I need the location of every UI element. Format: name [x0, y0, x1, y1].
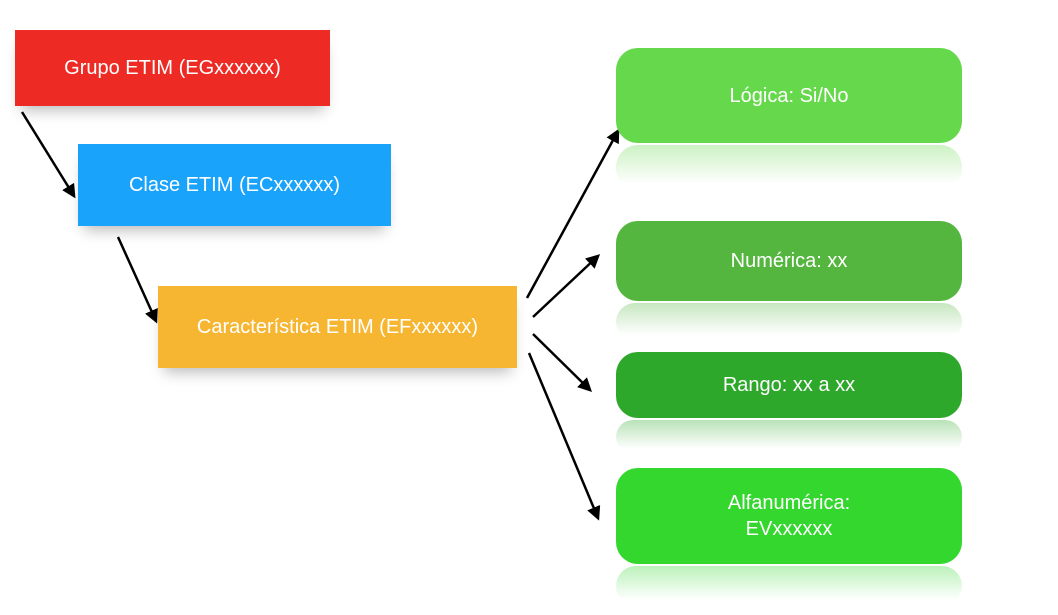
class-label: Clase ETIM (ECxxxxxx) — [128, 174, 341, 196]
value-type-label: Alfanumérica: EVxxxxxx — [727, 492, 851, 540]
value-type-numerica-box: Numérica: xx — [616, 221, 962, 301]
arrow-feature-to-alfanumerica — [527, 352, 601, 521]
value-type-label: Lógica: Si/No — [729, 84, 849, 107]
arrow-feature-to-rango — [532, 333, 592, 392]
value-type-alfanumerica-box: Alfanumérica: EVxxxxxx — [616, 468, 962, 564]
feature-box: Característica ETIM (EFxxxxxx) — [158, 286, 517, 368]
class-box: Clase ETIM (ECxxxxxx) — [78, 144, 391, 226]
group-box: Grupo ETIM (EGxxxxxx) — [15, 30, 330, 106]
arrow-feature-to-numerica — [532, 254, 601, 318]
arrow-feature-to-logica — [525, 128, 620, 299]
value-type-label: Rango: xx a xx — [722, 374, 856, 396]
group-label: Grupo ETIM (EGxxxxxx) — [64, 57, 281, 79]
feature-label: Característica ETIM (EFxxxxxx) — [196, 316, 479, 338]
arrow-group-to-class — [20, 111, 76, 199]
arrow-class-to-feature — [116, 236, 158, 324]
value-type-logica-box: Lógica: Si/No — [616, 48, 962, 143]
value-type-label: Numérica: xx — [730, 250, 848, 272]
value-type-rango-box: Rango: xx a xx — [616, 352, 962, 418]
